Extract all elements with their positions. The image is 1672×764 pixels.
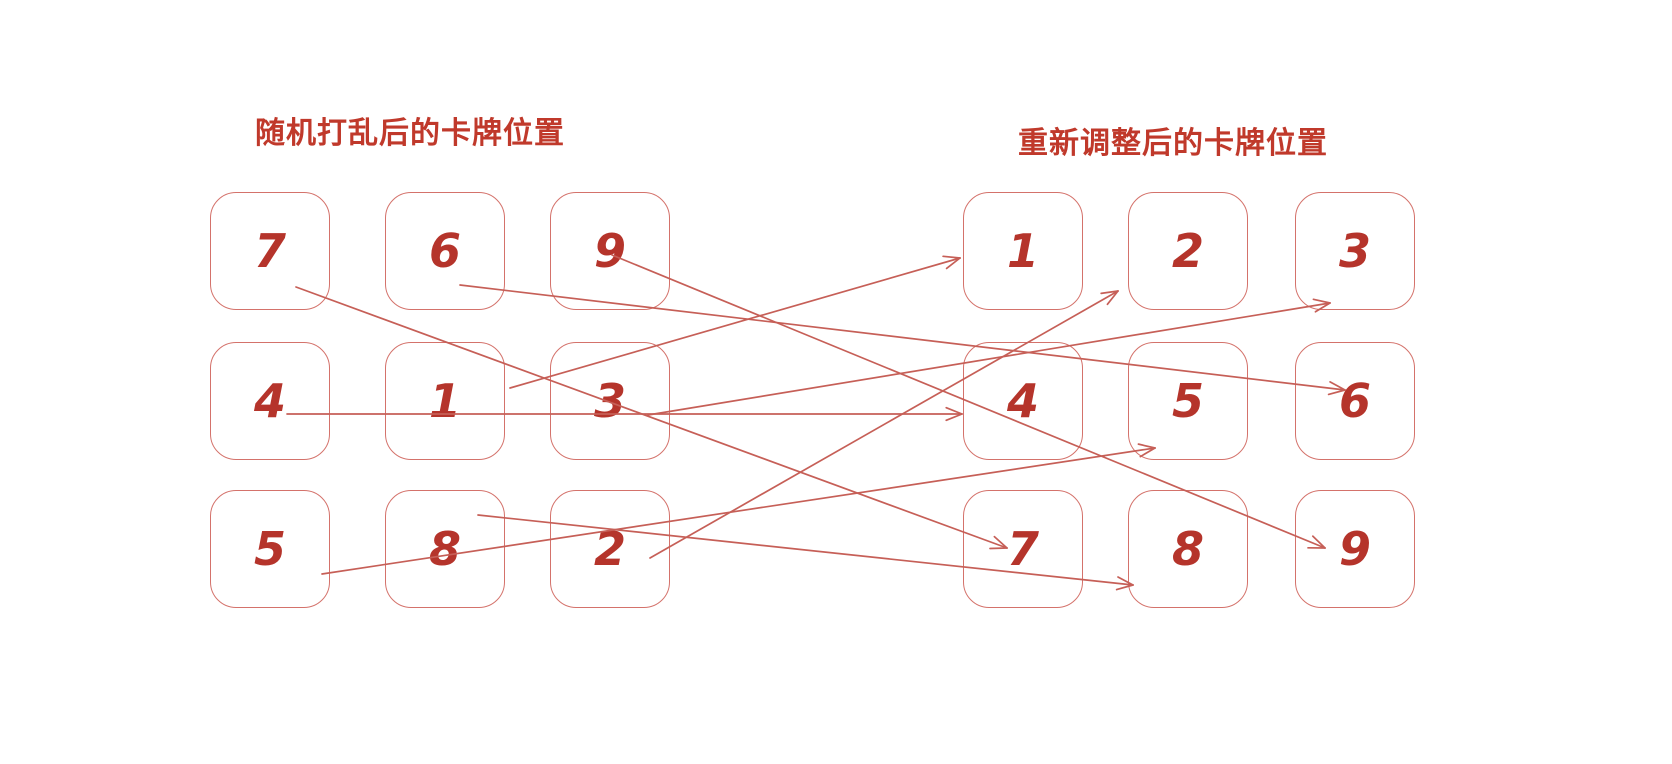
card-right-7-label: 8 bbox=[1171, 522, 1204, 576]
card-left-2[interactable]: 9 bbox=[550, 192, 670, 310]
card-right-5-label: 6 bbox=[1338, 374, 1371, 428]
card-right-1[interactable]: 2 bbox=[1128, 192, 1248, 310]
card-right-3-label: 4 bbox=[1006, 374, 1039, 428]
card-right-1-label: 2 bbox=[1171, 224, 1204, 278]
card-left-7[interactable]: 8 bbox=[385, 490, 505, 608]
card-left-4[interactable]: 1 bbox=[385, 342, 505, 460]
right-panel-title: 重新调整后的卡牌位置 bbox=[1018, 127, 1328, 160]
card-left-0[interactable]: 7 bbox=[210, 192, 330, 310]
card-left-5[interactable]: 3 bbox=[550, 342, 670, 460]
card-right-2-label: 3 bbox=[1338, 224, 1371, 278]
card-right-7[interactable]: 8 bbox=[1128, 490, 1248, 608]
card-right-8-label: 9 bbox=[1338, 522, 1371, 576]
card-right-2[interactable]: 3 bbox=[1295, 192, 1415, 310]
card-right-5[interactable]: 6 bbox=[1295, 342, 1415, 460]
card-right-4-label: 5 bbox=[1171, 374, 1204, 428]
card-left-4-label: 1 bbox=[428, 374, 461, 428]
card-left-1-label: 6 bbox=[428, 224, 461, 278]
card-left-2-label: 9 bbox=[593, 224, 626, 278]
card-left-0-label: 7 bbox=[253, 224, 286, 278]
card-left-3-label: 4 bbox=[253, 374, 286, 428]
card-right-4[interactable]: 5 bbox=[1128, 342, 1248, 460]
card-right-0-label: 1 bbox=[1006, 224, 1039, 278]
card-left-3[interactable]: 4 bbox=[210, 342, 330, 460]
card-left-7-label: 8 bbox=[428, 522, 461, 576]
card-right-6-label: 7 bbox=[1006, 522, 1039, 576]
card-right-6[interactable]: 7 bbox=[963, 490, 1083, 608]
card-left-8-label: 2 bbox=[593, 522, 626, 576]
card-left-6[interactable]: 5 bbox=[210, 490, 330, 608]
card-right-0[interactable]: 1 bbox=[963, 192, 1083, 310]
card-left-5-label: 3 bbox=[593, 374, 626, 428]
card-left-8[interactable]: 2 bbox=[550, 490, 670, 608]
card-right-3[interactable]: 4 bbox=[963, 342, 1083, 460]
card-right-8[interactable]: 9 bbox=[1295, 490, 1415, 608]
left-panel-title: 随机打乱后的卡牌位置 bbox=[255, 117, 565, 150]
card-left-1[interactable]: 6 bbox=[385, 192, 505, 310]
card-left-6-label: 5 bbox=[253, 522, 286, 576]
